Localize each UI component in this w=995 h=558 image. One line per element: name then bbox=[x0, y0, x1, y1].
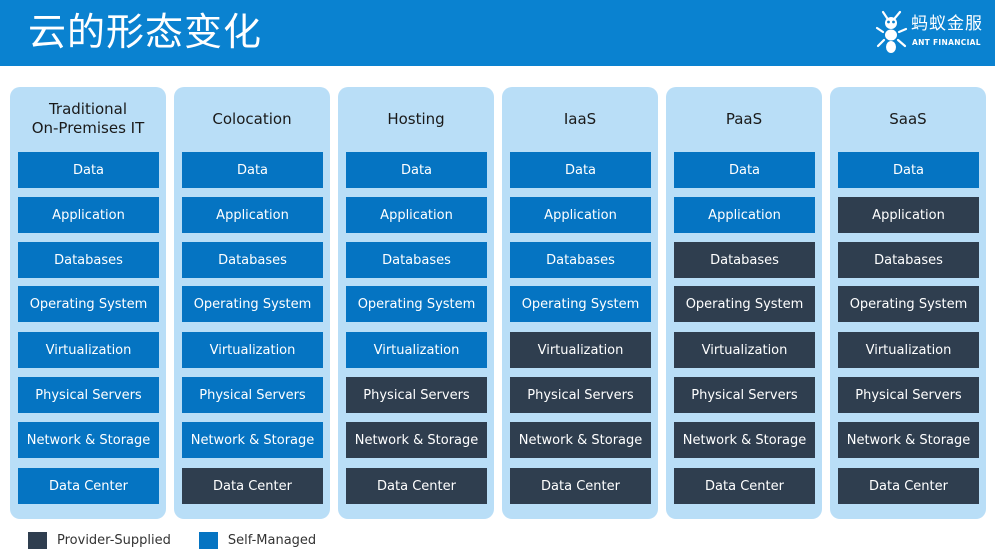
column-title: SaaS bbox=[889, 109, 927, 128]
layer-cell: Databases bbox=[18, 242, 159, 278]
legend-item: Self-Managed bbox=[198, 531, 317, 549]
column-title: Hosting bbox=[387, 109, 445, 128]
layer-cell: Application bbox=[182, 197, 323, 233]
layer-cell: Virtualization bbox=[674, 332, 815, 368]
column-title: PaaS bbox=[725, 109, 763, 128]
layer-cell: Data bbox=[510, 152, 651, 188]
layer-cell: Physical Servers bbox=[346, 377, 487, 413]
layer-cell: Databases bbox=[182, 242, 323, 278]
layer-cell: Data Center bbox=[510, 468, 651, 504]
layer-cell: Data Center bbox=[838, 468, 979, 504]
layer-cell: Data Center bbox=[182, 468, 323, 504]
ant-icon bbox=[875, 10, 908, 53]
legend: Provider-Supplied Self-Managed bbox=[28, 530, 344, 550]
column-title: IaaS bbox=[563, 109, 597, 128]
layer-cell: Databases bbox=[346, 242, 487, 278]
layer-cell: Data bbox=[838, 152, 979, 188]
layer-cell: Data Center bbox=[18, 468, 159, 504]
layer-cell: Operating System bbox=[346, 286, 487, 322]
logo-english-name: ANT FINANCIAL bbox=[912, 38, 981, 47]
layer-cell: Data bbox=[674, 152, 815, 188]
layer-cell: Network & Storage bbox=[838, 422, 979, 458]
layer-cell: Virtualization bbox=[838, 332, 979, 368]
layer-cell: Network & Storage bbox=[346, 422, 487, 458]
layer-cell: Operating System bbox=[18, 286, 159, 322]
layer-cell: Physical Servers bbox=[182, 377, 323, 413]
ant-financial-logo: 蚂蚁金服 ANT FINANCIAL bbox=[875, 8, 985, 58]
legend-label: Self-Managed bbox=[227, 532, 317, 548]
layer-cell: Virtualization bbox=[346, 332, 487, 368]
page-title: 云的形态变化 bbox=[28, 10, 263, 54]
layer-cell: Databases bbox=[510, 242, 651, 278]
layer-cell: Network & Storage bbox=[182, 422, 323, 458]
layer-cell: Network & Storage bbox=[510, 422, 651, 458]
layer-cell: Operating System bbox=[182, 286, 323, 322]
layer-cell: Operating System bbox=[838, 286, 979, 322]
layer-cell: Physical Servers bbox=[510, 377, 651, 413]
layer-cell: Physical Servers bbox=[674, 377, 815, 413]
layer-cell: Operating System bbox=[674, 286, 815, 322]
layer-cell: Virtualization bbox=[510, 332, 651, 368]
layer-cell: Databases bbox=[674, 242, 815, 278]
column-title: Traditional On-Premises IT bbox=[31, 100, 145, 137]
layer-cell: Data bbox=[346, 152, 487, 188]
header-bar: 云的形态变化 蚂蚁金服 ANT FINANCIAL bbox=[0, 0, 995, 66]
layer-cell: Physical Servers bbox=[18, 377, 159, 413]
layer-cell: Virtualization bbox=[182, 332, 323, 368]
layer-cell: Databases bbox=[838, 242, 979, 278]
layer-cell: Application bbox=[510, 197, 651, 233]
layer-cell: Data Center bbox=[346, 468, 487, 504]
layer-cell: Physical Servers bbox=[838, 377, 979, 413]
layer-cell: Application bbox=[838, 197, 979, 233]
layer-cell: Network & Storage bbox=[674, 422, 815, 458]
legend-item: Provider-Supplied bbox=[28, 531, 171, 549]
layer-cell: Data Center bbox=[674, 468, 815, 504]
column-title: Colocation bbox=[212, 109, 292, 128]
layer-cell: Operating System bbox=[510, 286, 651, 322]
legend-swatch bbox=[198, 531, 218, 549]
layer-cell: Network & Storage bbox=[18, 422, 159, 458]
layer-cell: Data bbox=[182, 152, 323, 188]
layer-cell: Data bbox=[18, 152, 159, 188]
layer-cell: Application bbox=[18, 197, 159, 233]
logo-chinese-name: 蚂蚁金服 bbox=[911, 14, 983, 34]
layer-cell: Application bbox=[346, 197, 487, 233]
layer-cell: Virtualization bbox=[18, 332, 159, 368]
legend-swatch bbox=[28, 531, 47, 549]
legend-label: Provider-Supplied bbox=[57, 532, 171, 548]
layer-cell: Application bbox=[674, 197, 815, 233]
